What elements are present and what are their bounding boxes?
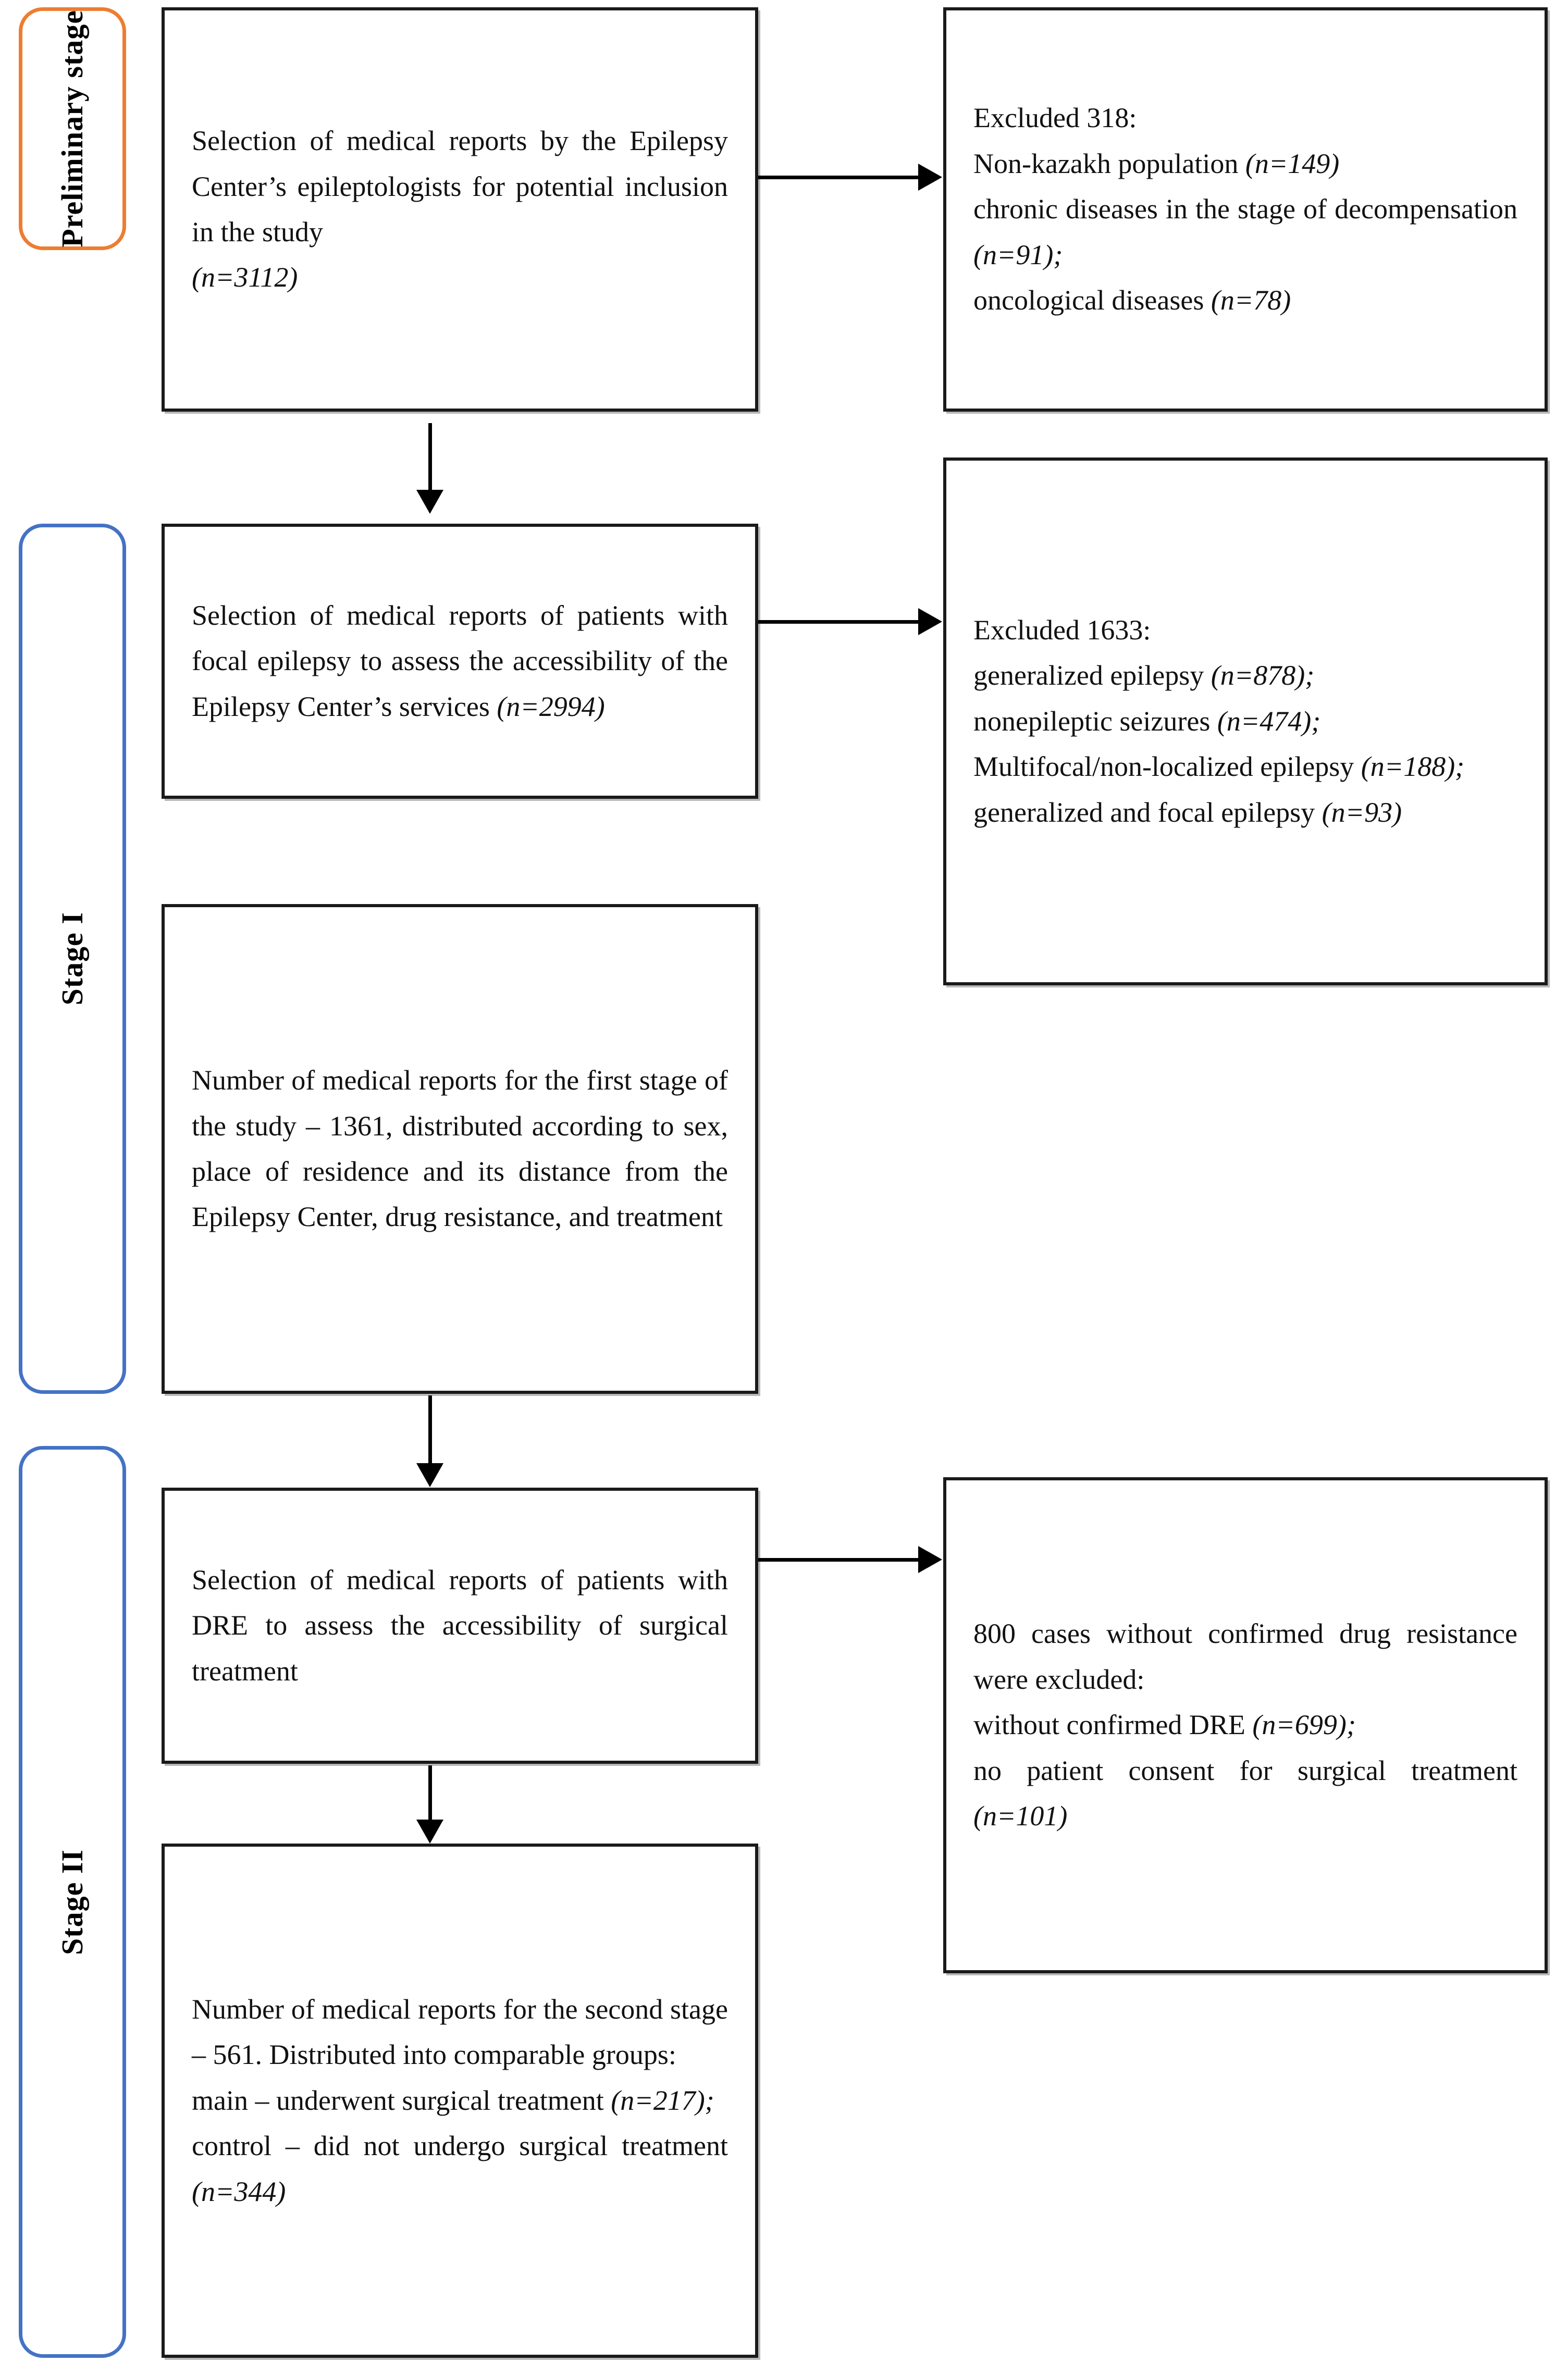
box-stage2-result-text: Number of medical reports for the second… xyxy=(165,1987,755,2215)
connector-stage1-to-stage2-arrowhead xyxy=(416,1463,443,1487)
box-stage1-result: Number of medical reports for the first … xyxy=(162,904,758,1394)
box-stage2-selection-text: Selection of medical reports of patients… xyxy=(165,1557,755,1694)
stage2-excluded-line-3: no patient consent for surgical treatmen… xyxy=(973,1754,1517,1832)
stage1-excluded-line-2: generalized epilepsy (n=878); xyxy=(973,660,1315,691)
stage1-excluded-line-4: Multifocal/non-localized epilepsy (n=188… xyxy=(973,751,1465,783)
box-stage1-excluded-text: Excluded 1633: generalized epilepsy (n=8… xyxy=(946,608,1545,835)
stage2-result-line-3: control – did not undergo surgical treat… xyxy=(192,2130,728,2207)
box-stage1-result-text: Number of medical reports for the first … xyxy=(165,1058,755,1240)
box-stage2-excluded-text: 800 cases without confirmed drug resista… xyxy=(946,1611,1545,1839)
stage-label-stage-2: Stage II xyxy=(55,1849,89,1955)
connector-prelim-to-excluded-line xyxy=(758,176,920,179)
box-preliminary-excluded-text: Excluded 318: Non-kazakh population (n=1… xyxy=(946,95,1545,323)
box-preliminary-selection-text: Selection of medical reports by the Epil… xyxy=(165,118,755,301)
stage2-result-line-2: main – underwent surgical treatment (n=2… xyxy=(192,2084,714,2116)
stage1-excluded-line-3: nonepileptic seizures (n=474); xyxy=(973,705,1321,737)
stage2-excluded-line-2: without confirmed DRE (n=699); xyxy=(973,1709,1356,1741)
stage1-selection-line-1: Selection of medical reports of patients… xyxy=(192,599,728,722)
stage2-selection-line-1: Selection of medical reports of patients… xyxy=(192,1564,728,1687)
connector-prelim-to-stage1-arrowhead xyxy=(416,490,443,514)
stage1-result-line-1: Number of medical reports for the first … xyxy=(192,1065,728,1233)
connector-stage2-to-result-line xyxy=(428,1765,432,1823)
stage1-excluded-line-1: Excluded 1633: xyxy=(973,614,1151,646)
stage-bracket-stage-1: Stage I xyxy=(19,524,126,1394)
connector-stage1-to-excluded-arrowhead xyxy=(918,608,942,635)
stage2-excluded-line-1: 800 cases without confirmed drug resista… xyxy=(973,1618,1517,1695)
preliminary-selection-line-2: (n=3112) xyxy=(192,262,298,293)
box-stage2-selection: Selection of medical reports of patients… xyxy=(162,1488,758,1764)
box-stage1-excluded: Excluded 1633: generalized epilepsy (n=8… xyxy=(943,457,1548,985)
connector-prelim-to-excluded-arrowhead xyxy=(918,164,942,191)
box-stage1-selection-text: Selection of medical reports of patients… xyxy=(165,593,755,729)
box-preliminary-excluded: Excluded 318: Non-kazakh population (n=1… xyxy=(943,7,1548,412)
connector-stage1-to-excluded-line xyxy=(758,620,920,624)
box-stage1-selection: Selection of medical reports of patients… xyxy=(162,524,758,799)
connector-prelim-to-stage1-line xyxy=(428,423,432,493)
preliminary-excluded-line-3: chronic diseases in the stage of decompe… xyxy=(973,193,1517,270)
connector-stage2-to-excluded-line xyxy=(758,1558,920,1562)
stage-bracket-stage-2: Stage II xyxy=(19,1446,126,2358)
box-preliminary-selection: Selection of medical reports by the Epil… xyxy=(162,7,758,412)
stage-label-preliminary: Preliminary stage xyxy=(55,10,89,248)
preliminary-excluded-line-1: Excluded 318: xyxy=(973,102,1137,134)
stage2-result-line-1: Number of medical reports for the second… xyxy=(192,1993,728,2071)
stage-bracket-preliminary: Preliminary stage xyxy=(19,7,126,250)
connector-stage1-to-stage2-line xyxy=(428,1395,432,1466)
connector-stage2-to-excluded-arrowhead xyxy=(918,1546,942,1573)
preliminary-excluded-line-4: oncological diseases (n=78) xyxy=(973,285,1291,316)
preliminary-excluded-line-2: Non-kazakh population (n=149) xyxy=(973,147,1340,179)
connector-stage2-to-result-arrowhead xyxy=(416,1820,443,1844)
stage1-excluded-line-5: generalized and focal epilepsy (n=93) xyxy=(973,796,1402,828)
stage-label-stage-1: Stage I xyxy=(55,912,89,1006)
box-stage2-excluded: 800 cases without confirmed drug resista… xyxy=(943,1477,1548,1973)
preliminary-selection-line-1: Selection of medical reports by the Epil… xyxy=(192,125,728,248)
box-stage2-result: Number of medical reports for the second… xyxy=(162,1844,758,2358)
